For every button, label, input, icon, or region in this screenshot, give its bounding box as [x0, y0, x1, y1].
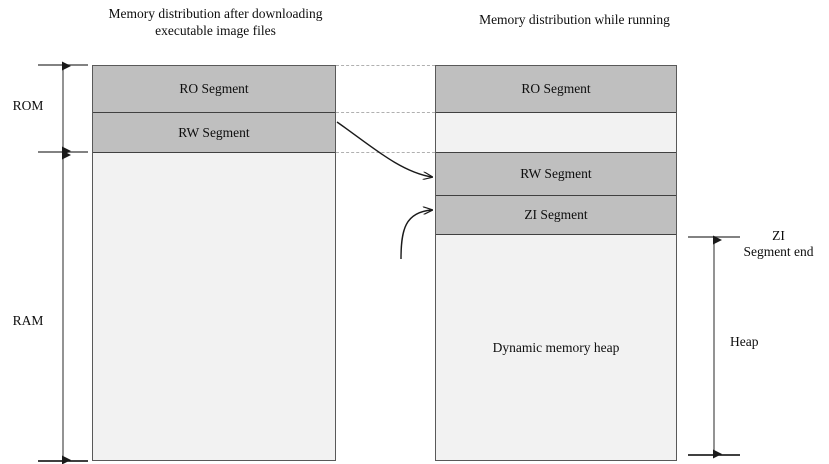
right-segment-heap-label: Dynamic memory heap [492, 339, 620, 355]
zi-segment-end-label: ZI Segment end [743, 228, 814, 259]
right-segment-zi: ZI Segment [436, 196, 676, 235]
right-segment-heap: Dynamic memory heap [436, 235, 676, 460]
right-segment-ro-label: RO Segment [521, 81, 591, 96]
right-diagram-title: Memory distribution while running [479, 12, 670, 27]
left-segment-ro: RO Segment [93, 66, 335, 113]
dotted-connector-ro-top [336, 65, 435, 66]
left-segment-free [93, 153, 335, 460]
rom-bracket-label: ROM [12, 98, 44, 113]
zi-creation-arrow [400, 210, 432, 260]
heap-bracket-label: Heap [730, 334, 759, 349]
right-segment-rw-label: RW Segment [520, 166, 592, 181]
left-segment-ro-label: RO Segment [179, 81, 249, 96]
left-memory-column: RO Segment RW Segment [92, 65, 336, 461]
dotted-connector-ro-bottom [336, 112, 435, 113]
left-diagram-title: Memory distribution after downloading ex… [108, 6, 323, 38]
rw-relocation-arrow [336, 121, 432, 177]
ram-bracket [38, 150, 88, 464]
right-segment-ro: RO Segment [436, 66, 676, 113]
left-segment-rw-label: RW Segment [178, 124, 250, 140]
right-segment-rw: RW Segment [436, 153, 676, 196]
right-segment-gap [436, 113, 676, 153]
right-segment-zi-label: ZI Segment [524, 207, 588, 222]
right-memory-column: RO Segment RW Segment ZI Segment Dynamic… [435, 65, 677, 461]
dotted-connector-rw-bottom [336, 152, 435, 153]
left-segment-rw: RW Segment [93, 113, 335, 153]
ram-bracket-label: RAM [12, 313, 44, 328]
